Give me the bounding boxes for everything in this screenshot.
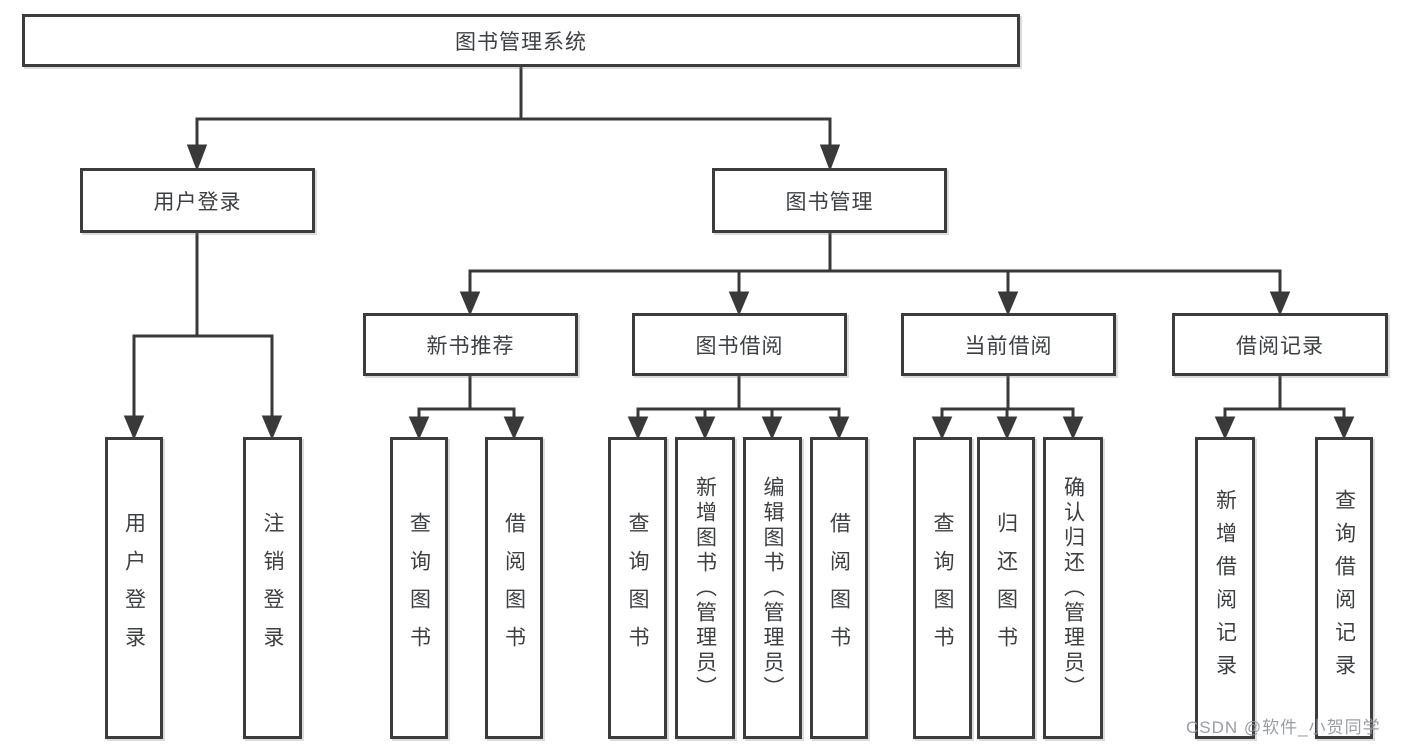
leaf-query-books-3-label: 查询图书: [931, 512, 954, 664]
leaf-return-books-label: 归还图书: [994, 512, 1018, 664]
leaf-borrow-books-2: 借阅图书: [810, 437, 868, 739]
leaf-add-books-admin-label: 新增图书（管理员）: [693, 475, 717, 701]
arrowhead: [408, 416, 430, 440]
connector-root-to-level2: [195, 67, 832, 150]
arrowhead: [1333, 416, 1355, 440]
arrowhead: [828, 416, 850, 440]
arrowhead: [728, 291, 750, 316]
leaf-borrow-books-1: 借阅图书: [485, 437, 543, 739]
leaf-query-books-1-label: 查询图书: [407, 512, 431, 664]
leaf-borrow-books-2-label: 借阅图书: [827, 512, 851, 664]
leaf-edit-books-admin-label: 编辑图书（管理员）: [761, 475, 784, 701]
arrowhead: [459, 291, 481, 316]
arrowhead: [1062, 416, 1084, 440]
leaf-add-books-admin: 新增图书（管理员）: [675, 437, 735, 739]
arrowhead: [996, 416, 1018, 440]
arrowhead: [261, 415, 283, 440]
node-new-book-recommend-label: 新书推荐: [426, 334, 515, 358]
node-user-login: 用户登录: [80, 168, 315, 233]
leaf-query-borrow-record-label: 查询借阅记录: [1332, 489, 1356, 687]
node-user-login-label: 用户登录: [153, 190, 242, 214]
node-root-label: 图书管理系统: [455, 30, 587, 54]
node-current-borrow: 当前借阅: [901, 313, 1116, 376]
arrowhead: [1269, 291, 1291, 316]
arrowhead: [997, 291, 1019, 316]
leaf-logout: 注销登录: [243, 437, 302, 739]
leaf-confirm-return-admin-label: 确认归还（管理员）: [1061, 475, 1085, 701]
arrowhead: [627, 416, 649, 440]
connector-user-login-to-leaves: [132, 233, 274, 419]
node-borrow-records: 借阅记录: [1172, 313, 1388, 376]
arrowhead: [931, 416, 953, 440]
leaf-logout-label: 注销登录: [261, 512, 284, 664]
connector-current-borrow-to-leaves: [940, 376, 1075, 420]
arrowhead: [186, 144, 208, 172]
node-borrow-records-label: 借阅记录: [1236, 334, 1324, 358]
arrowhead: [1214, 416, 1236, 440]
node-book-management: 图书管理: [712, 168, 947, 233]
leaf-confirm-return-admin: 确认归还（管理员）: [1043, 437, 1103, 739]
leaf-user-login-label: 用户登录: [122, 512, 146, 664]
leaf-query-books-2: 查询图书: [608, 437, 667, 739]
connector-new-books-to-leaves: [417, 376, 516, 420]
arrowhead: [761, 416, 783, 440]
connector-borrow-records-to-leaves: [1223, 376, 1346, 420]
node-book-borrow-label: 图书借阅: [695, 334, 784, 358]
arrowhead: [694, 416, 716, 440]
leaf-user-login: 用户登录: [105, 437, 163, 739]
leaf-add-borrow-record: 新增借阅记录: [1195, 437, 1255, 739]
arrowhead: [819, 144, 841, 172]
leaf-query-books-1: 查询图书: [390, 437, 448, 739]
node-book-management-label: 图书管理: [785, 190, 874, 214]
leaf-query-books-3: 查询图书: [913, 437, 972, 739]
leaf-edit-books-admin: 编辑图书（管理员）: [743, 437, 802, 739]
arrowhead: [123, 415, 145, 440]
leaf-query-borrow-record: 查询借阅记录: [1315, 437, 1373, 739]
leaf-query-books-2-label: 查询图书: [626, 512, 649, 664]
connector-book-mgmt-to-level3: [468, 233, 1282, 295]
leaf-return-books: 归还图书: [977, 437, 1035, 739]
leaf-add-borrow-record-label: 新增借阅记录: [1213, 489, 1237, 687]
node-book-borrow: 图书借阅: [632, 313, 847, 376]
leaf-borrow-books-1-label: 借阅图书: [502, 512, 526, 664]
connector-book-borrow-to-leaves: [636, 376, 841, 420]
node-current-borrow-label: 当前借阅: [964, 334, 1053, 358]
node-new-book-recommend: 新书推荐: [363, 313, 578, 376]
arrowhead: [503, 416, 525, 440]
watermark: CSDN @软件_小贺同学: [1186, 718, 1381, 737]
node-root: 图书管理系统: [22, 14, 1020, 67]
